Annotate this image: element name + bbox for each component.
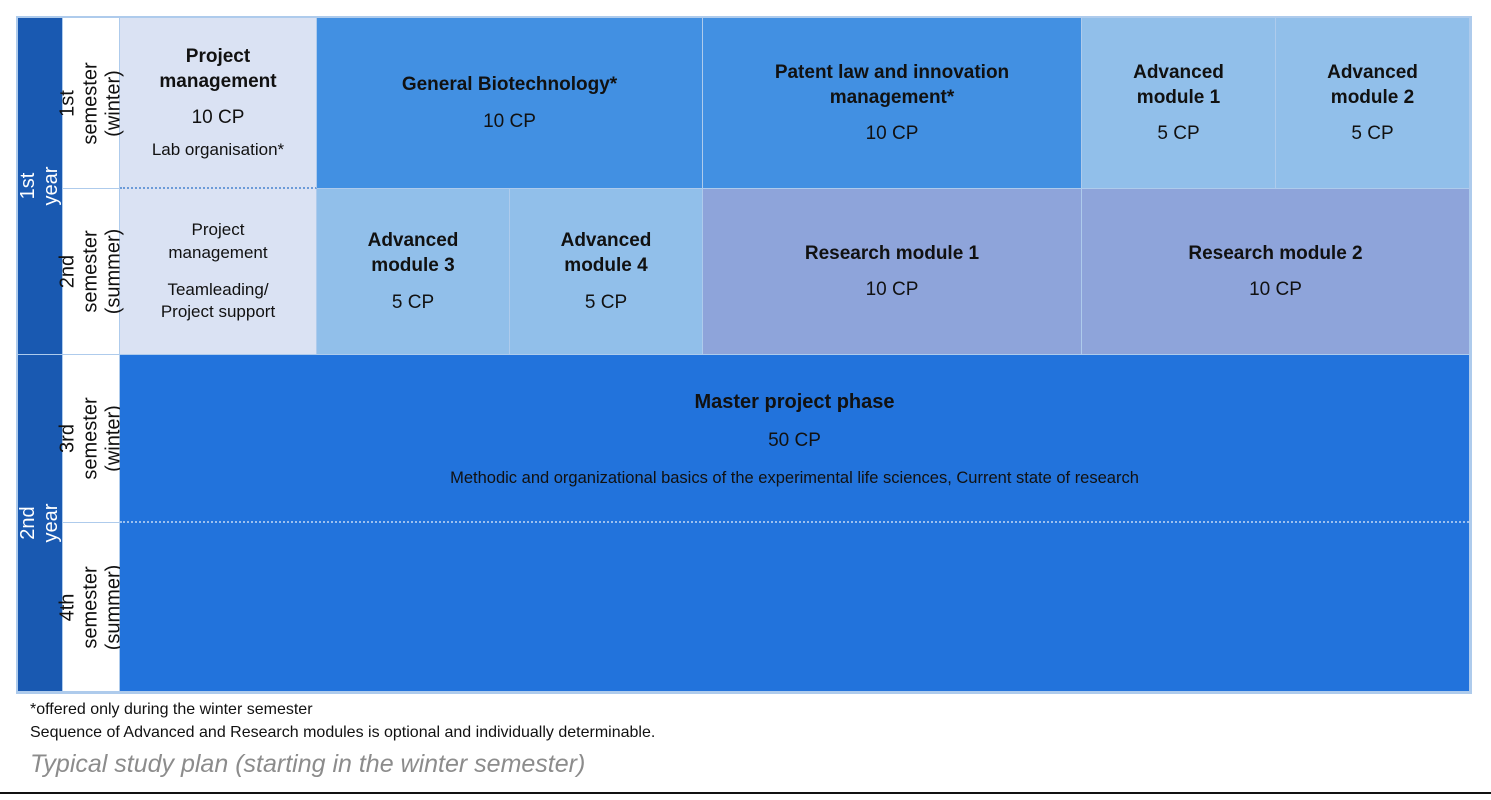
- module-title: General Biotechnology*: [401, 74, 618, 96]
- module-credits: 50 CP: [768, 430, 821, 451]
- module-title: Master project phase: [694, 391, 895, 413]
- bottom-divider-line: [0, 792, 1491, 794]
- figure-caption: Typical study plan (starting in the wint…: [30, 750, 586, 778]
- semester-divider-dotted: [120, 521, 1469, 523]
- semester-header-2: 2nd semester (summer): [57, 189, 125, 355]
- semester-header-3: 3rd semester (winter): [57, 355, 125, 523]
- module-credits: 5 CP: [1157, 123, 1200, 145]
- footnote-module-sequence: Sequence of Advanced and Research module…: [30, 724, 656, 742]
- footnote-winter-only: *offered only during the winter semester: [30, 701, 313, 718]
- module-credits: 10 CP: [865, 279, 919, 301]
- year-label: 1st year: [17, 166, 62, 206]
- module-credits: 10 CP: [191, 107, 245, 129]
- semester-label: 1st semester (winter): [56, 61, 125, 145]
- semester-header-1: 1st semester (winter): [57, 18, 125, 189]
- module-credits: 5 CP: [584, 291, 628, 313]
- footnotes: *offered only during the winter semester…: [30, 698, 655, 744]
- module-credits: 10 CP: [865, 123, 919, 145]
- year-header-1st-year: 1st year: [17, 18, 63, 355]
- cell-advanced-module-3: Advanced module 3 5 CP: [317, 189, 510, 355]
- module-title: Research module 1: [804, 242, 980, 264]
- semester-label: 2nd semester (summer): [56, 228, 125, 315]
- cell-patent-law: Patent law and innovation management* 10…: [703, 18, 1082, 189]
- module-credits: 10 CP: [1249, 279, 1302, 301]
- module-credits: 10 CP: [483, 110, 536, 132]
- module-description: Methodic and organizational basics of th…: [450, 469, 1139, 487]
- study-plan-table: 1st year 2nd year 1st semester (winter) …: [16, 16, 1472, 694]
- cell-advanced-module-4: Advanced module 4 5 CP: [510, 189, 703, 355]
- module-credits: 5 CP: [1351, 123, 1394, 145]
- module-title: Patent law and innovation management*: [774, 61, 1010, 108]
- module-credits: 5 CP: [391, 291, 435, 313]
- cell-advanced-module-2: Advanced module 2 5 CP: [1276, 18, 1470, 189]
- semester-label: 4th semester (summer): [56, 564, 125, 650]
- module-title: Research module 2: [1188, 242, 1363, 264]
- cell-general-biotechnology: General Biotechnology* 10 CP: [317, 18, 703, 189]
- semester-label: 3rd semester (winter): [56, 397, 125, 480]
- module-title: Advanced module 1: [1133, 61, 1224, 108]
- module-title: Advanced module 4: [560, 230, 652, 276]
- module-subtitle: Teamleading/ Project support: [160, 279, 276, 322]
- module-title: Advanced module 2: [1327, 61, 1418, 108]
- cell-research-module-2: Research module 2 10 CP: [1082, 189, 1470, 355]
- cell-project-management-winter: Project management 10 CP Lab organisatio…: [120, 18, 317, 189]
- cell-research-module-1: Research module 1 10 CP: [703, 189, 1082, 355]
- module-title: Advanced module 3: [367, 230, 459, 276]
- year-label: 2nd year: [17, 503, 62, 543]
- cell-master-project-phase: Master project phase 50 CP Methodic and …: [120, 355, 1470, 692]
- semester-header-4: 4th semester (summer): [57, 523, 125, 692]
- cell-project-management-summer: Project management Teamleading/ Project …: [120, 189, 317, 355]
- module-title: Project management: [159, 45, 277, 92]
- year-header-2nd-year: 2nd year: [17, 355, 63, 692]
- cell-advanced-module-1: Advanced module 1 5 CP: [1082, 18, 1276, 189]
- module-note: Lab organisation*: [151, 140, 285, 160]
- module-subtitle: Project management: [168, 219, 268, 262]
